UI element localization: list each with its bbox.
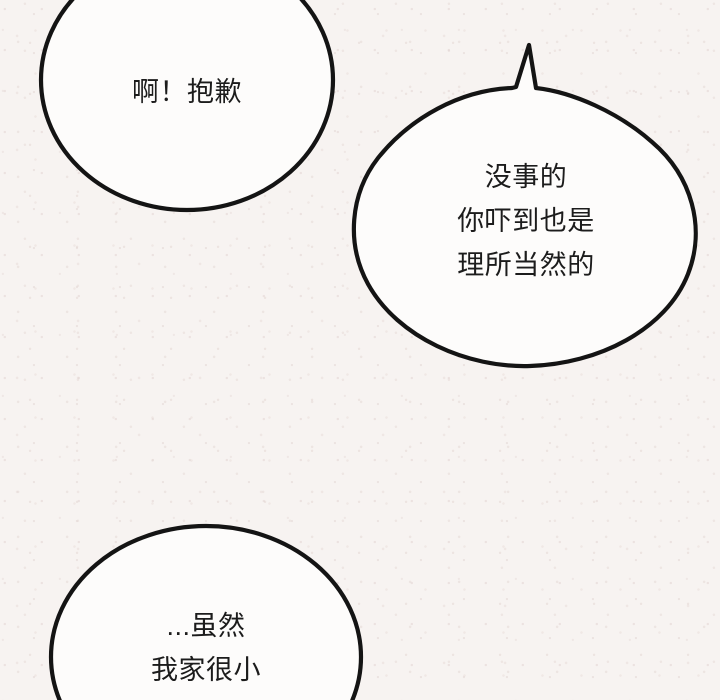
bubble-3-ellipse xyxy=(48,523,364,700)
bubble-2-outline-with-tail xyxy=(351,42,698,369)
speech-bubble-3-shape xyxy=(48,523,364,700)
bubble-1-ellipse xyxy=(38,0,336,213)
speech-bubble-1-text: 啊！抱歉 xyxy=(132,77,242,107)
speech-bubble-1-shape xyxy=(38,0,336,213)
speech-bubble-2-text: 没事的 你吓到也是 理所当然的 xyxy=(457,162,595,280)
speech-bubble-3-text: ...虽然 我家很小 xyxy=(151,611,261,685)
speech-bubble-2-shape xyxy=(351,42,698,369)
